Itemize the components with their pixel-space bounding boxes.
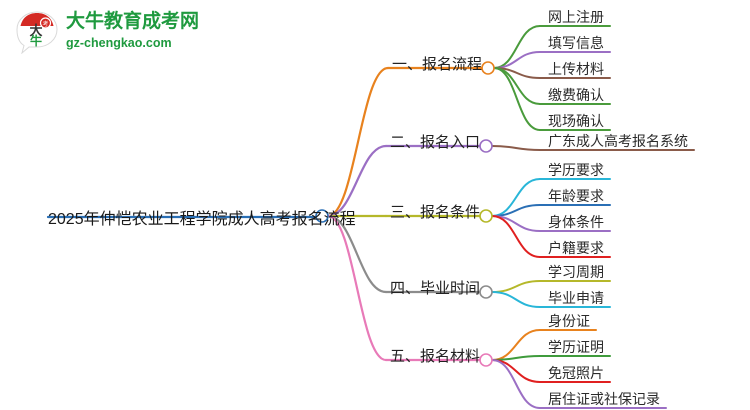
site-logo: 考 大 牛 大牛教育成考网 gz-chengkao.com [14, 6, 200, 58]
da-niu-speech-bubble-logo: 考 大 牛 [14, 10, 60, 55]
mindmap-branch-node-4[interactable] [479, 285, 493, 299]
leaf-connector-4-2 [491, 291, 541, 308]
leaf-connector-2-1 [491, 145, 541, 151]
mindmap-branch-label-2[interactable]: 二、报名入口 [390, 134, 481, 151]
mindmap-leaf-label-4-2[interactable]: 毕业申请 [548, 290, 604, 306]
mindmap-branch-label-4[interactable]: 四、毕业时间 [390, 280, 481, 297]
mindmap-leaf-label-1-4[interactable]: 缴费确认 [548, 87, 604, 103]
mindmap-branch-label-5[interactable]: 五、报名材料 [390, 348, 481, 365]
mindmap-branch-node-3[interactable] [479, 209, 493, 223]
svg-text:牛: 牛 [30, 33, 42, 48]
mindmap-root-label[interactable]: 2025年仲恺农业工程学院成人高考报名流程 [48, 211, 356, 228]
mindmap-branch-node-1[interactable] [481, 61, 495, 75]
branch-connector-4 [326, 214, 388, 294]
leaf-connector-1-1 [493, 25, 541, 69]
mindmap-branch-label-1[interactable]: 一、报名流程 [392, 56, 483, 73]
leaf-connector-5-4 [491, 359, 541, 409]
svg-text:大: 大 [29, 23, 42, 38]
branch-connector-2 [326, 144, 388, 218]
mindmap-root-node[interactable] [315, 209, 329, 223]
mindmap-leaf-label-5-3[interactable]: 免冠照片 [548, 365, 604, 381]
mindmap-leaf-label-1-5[interactable]: 现场确认 [548, 113, 604, 129]
mindmap-leaf-label-3-1[interactable]: 学历要求 [548, 162, 604, 178]
svg-text:考: 考 [42, 20, 48, 28]
mindmap-leaf-label-3-4[interactable]: 户籍要求 [548, 240, 604, 256]
logo-text-block: 大牛教育成考网 gz-chengkao.com [66, 11, 200, 51]
logo-title: 大牛教育成考网 [66, 11, 200, 32]
mindmap-leaf-label-3-2[interactable]: 年龄要求 [548, 188, 604, 204]
mindmap-leaf-label-1-1[interactable]: 网上注册 [548, 9, 604, 25]
branch-connector-1 [326, 66, 390, 218]
leaf-connector-1-5 [493, 67, 541, 131]
mindmap-leaf-label-2-1[interactable]: 广东成人高考报名系统 [548, 133, 688, 149]
logo-subtitle-url: gz-chengkao.com [66, 36, 172, 50]
leaf-connector-3-4 [491, 215, 541, 258]
mindmap-leaf-label-5-2[interactable]: 学历证明 [548, 339, 604, 355]
mindmap-leaf-label-1-3[interactable]: 上传材料 [548, 61, 604, 77]
mindmap-leaf-label-4-1[interactable]: 学习周期 [548, 264, 604, 280]
mindmap-lines [46, 25, 695, 409]
mindmap-branch-label-3[interactable]: 三、报名条件 [390, 204, 481, 221]
mindmap-branch-node-5[interactable] [479, 353, 493, 367]
mindmap-leaf-label-1-2[interactable]: 填写信息 [548, 35, 604, 51]
mindmap-branch-node-2[interactable] [479, 139, 493, 153]
leaf-connector-4-1 [491, 280, 541, 293]
mindmap-leaf-label-5-4[interactable]: 居住证或社保记录 [548, 391, 660, 407]
mindmap-node-circles [315, 61, 495, 367]
leaf-connector-5-3 [491, 359, 541, 383]
mindmap-leaf-label-3-3[interactable]: 身体条件 [548, 214, 604, 230]
branch-connector-5 [326, 214, 388, 362]
mindmap-leaf-label-5-1[interactable]: 身份证 [548, 313, 590, 329]
